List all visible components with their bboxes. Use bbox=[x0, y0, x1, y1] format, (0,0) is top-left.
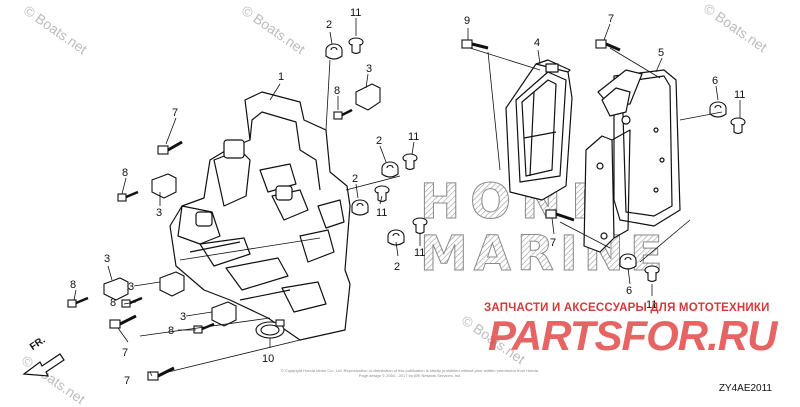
callout-4: 4 bbox=[534, 37, 540, 49]
bolt-8c bbox=[333, 108, 353, 120]
callout-8-top: 8 bbox=[334, 85, 340, 97]
callout-1: 1 bbox=[278, 71, 284, 83]
grommet-mid2 bbox=[351, 199, 369, 216]
callout-11-mid2: 11 bbox=[376, 207, 387, 219]
main-bracket-part bbox=[169, 91, 351, 341]
callout-11-top: 11 bbox=[350, 7, 361, 19]
clip-bracket-2 bbox=[151, 173, 177, 199]
clip-bracket-5 bbox=[211, 301, 237, 327]
callout-8-left: 8 bbox=[122, 167, 128, 179]
callout-11-mid1: 11 bbox=[408, 131, 419, 143]
collar-right1 bbox=[730, 117, 746, 135]
callout-2-mid1: 2 bbox=[376, 135, 382, 147]
callout-6-right: 6 bbox=[712, 75, 718, 87]
bolt-7c bbox=[147, 366, 175, 381]
hose-clamp bbox=[255, 319, 285, 339]
callout-2-top: 2 bbox=[326, 19, 332, 31]
callout-7-left: 7 bbox=[172, 107, 178, 119]
callout-9: 9 bbox=[464, 15, 470, 27]
callout-10: 10 bbox=[262, 353, 274, 365]
fasteners bbox=[67, 37, 746, 381]
callout-3-top: 3 bbox=[366, 63, 372, 75]
leader-lines bbox=[73, 18, 741, 377]
copyright-line-2: Page design © 2004 - 2017 by ARI Network… bbox=[358, 373, 462, 378]
callout-8-lower: 8 bbox=[70, 279, 76, 291]
callout-3-lower: 3 bbox=[104, 253, 110, 265]
collar-top bbox=[348, 37, 364, 55]
callout-5: 5 bbox=[658, 47, 664, 59]
collar-right2 bbox=[644, 265, 660, 283]
bolt-8a bbox=[117, 190, 139, 202]
callout-labels: 1 2 11 3 8 7 8 3 2 11 2 11 2 11 3 8 3 8 … bbox=[70, 7, 745, 387]
grommet-mid3 bbox=[387, 229, 405, 246]
callout-3-left: 3 bbox=[156, 207, 162, 219]
callout-11-mid3: 11 bbox=[414, 247, 425, 259]
callout-11-right: 11 bbox=[734, 89, 745, 101]
callout-8-lower2: 8 bbox=[110, 297, 116, 309]
clip-bracket-4 bbox=[159, 271, 185, 297]
callout-7-right: 7 bbox=[608, 13, 614, 25]
parts-watermark-brand: PARTSFOR.RU bbox=[488, 312, 777, 359]
bolt-7d bbox=[595, 39, 621, 52]
callout-2-mid2: 2 bbox=[352, 173, 358, 185]
callout-7-bottom: 7 bbox=[124, 375, 130, 387]
grommet-right1 bbox=[709, 101, 727, 118]
copyright-line-1: © Copyright Honda Motor Co., Ltd. Reprod… bbox=[280, 368, 540, 373]
callout-7-lower: 7 bbox=[122, 347, 128, 359]
grommet-top bbox=[325, 43, 343, 60]
grommet-mid1 bbox=[381, 161, 399, 178]
copyright-notice: © Copyright Honda Motor Co., Ltd. Reprod… bbox=[220, 368, 600, 378]
honda-watermark-line2: MARINE bbox=[420, 226, 669, 282]
bolt-7a bbox=[157, 140, 183, 155]
mounting-plate-part bbox=[583, 69, 681, 253]
diagram-code: ZY4AE2011 bbox=[718, 383, 772, 394]
callout-11-bottom: 11 bbox=[646, 299, 657, 311]
clip-bracket-1 bbox=[355, 83, 381, 111]
clip-bracket-3 bbox=[103, 277, 129, 301]
grommet-right2 bbox=[619, 253, 637, 270]
module-housing-part bbox=[505, 59, 573, 201]
front-direction-arrow bbox=[22, 353, 65, 377]
bolt-8d bbox=[67, 296, 89, 308]
bolt-7b bbox=[109, 314, 137, 329]
callout-6-bottom: 6 bbox=[626, 285, 632, 297]
collar-mid2 bbox=[374, 185, 390, 203]
callout-3-lower2: 3 bbox=[128, 281, 134, 293]
callout-3-bottom: 3 bbox=[180, 311, 186, 323]
callout-7-center: 7 bbox=[550, 237, 556, 249]
bolt-7e bbox=[545, 209, 575, 222]
callout-8-bottom: 8 bbox=[168, 325, 174, 337]
collar-mid3 bbox=[412, 217, 428, 235]
parts-watermark-caption: ЗАПЧАСТИ И АКСЕССУАРЫ ДЛЯ МОТОТЕХНИКИ bbox=[484, 302, 770, 314]
collar-mid1 bbox=[402, 153, 418, 171]
bolt-9 bbox=[461, 39, 489, 50]
callout-2-mid3: 2 bbox=[394, 261, 400, 273]
